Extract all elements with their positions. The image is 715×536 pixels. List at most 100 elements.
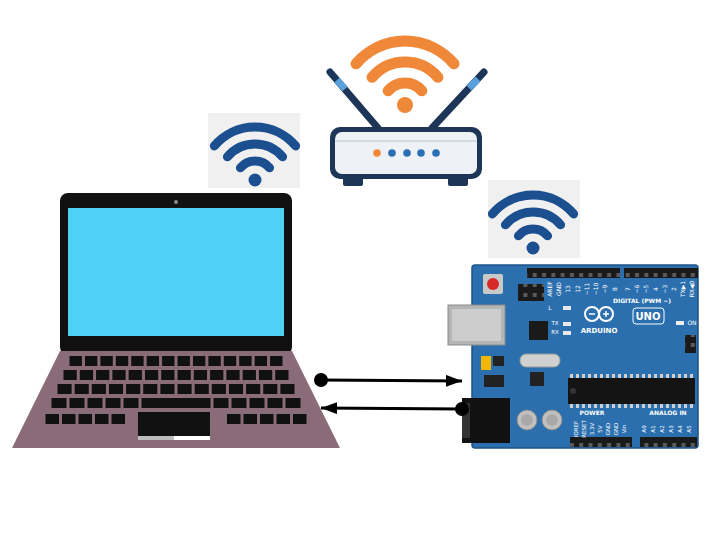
icon-ground (488, 180, 580, 258)
pin-label: 7 (625, 287, 631, 291)
connector-dot (314, 373, 328, 387)
pin-label: ~10 (593, 283, 599, 296)
key (147, 356, 159, 366)
pin-label: GND (556, 282, 562, 296)
pin-label: ~3 (662, 285, 668, 294)
key (268, 398, 283, 408)
board-label: ON (687, 320, 696, 326)
pin-label: ~9 (602, 285, 608, 294)
board-label: ARDUINO (581, 328, 618, 335)
key (232, 398, 247, 408)
key (161, 370, 174, 380)
wifi-arc (388, 83, 422, 91)
key (270, 356, 282, 366)
board-label: RX (551, 330, 559, 336)
key (143, 384, 157, 394)
key (124, 398, 139, 408)
key (160, 384, 174, 394)
key (46, 414, 60, 424)
wifi-dot (249, 174, 262, 187)
pin-label: A3 (669, 425, 675, 432)
wifi-arc (356, 41, 454, 64)
key (129, 370, 142, 380)
key (79, 414, 93, 424)
wifi-arc (518, 229, 547, 236)
key (85, 356, 97, 366)
key (58, 384, 72, 394)
pin-label: A1 (651, 425, 657, 432)
pin-label: ~6 (634, 285, 640, 294)
key (212, 384, 226, 394)
wifi-arc (227, 144, 282, 157)
pin-label: 5V (598, 425, 604, 432)
key (260, 414, 274, 424)
pin-label: 3.3V (590, 422, 596, 435)
wifi-arc (240, 161, 269, 168)
key (80, 370, 93, 380)
key (100, 356, 112, 366)
key (194, 370, 207, 380)
wifi-arc (372, 62, 438, 77)
connector-dot (455, 402, 469, 416)
pin-label: GND (614, 422, 620, 435)
pin-label: AREF (547, 281, 553, 297)
arduino-board (448, 265, 698, 448)
key (280, 384, 294, 394)
wifi-arc (214, 127, 295, 146)
connector-group (314, 373, 462, 387)
key (208, 356, 220, 366)
key (293, 414, 307, 424)
board-label: UNO (636, 312, 661, 322)
key (229, 384, 243, 394)
pin-label: 12 (575, 285, 581, 293)
key (64, 370, 77, 380)
wifi-symbol (492, 195, 573, 255)
key (131, 356, 143, 366)
key (109, 384, 123, 394)
connector-arrow (321, 380, 462, 381)
key (259, 370, 272, 380)
key (227, 414, 241, 424)
pin-label: Vin (622, 424, 628, 433)
key (52, 398, 67, 408)
key (112, 370, 125, 380)
key (92, 384, 106, 394)
pin-label: ~5 (643, 285, 649, 294)
key (142, 398, 211, 408)
key (286, 398, 301, 408)
pin-label: A5 (687, 425, 693, 432)
wifi-symbol (214, 127, 295, 187)
arduino-board-node: AREFGND1312~11~10~987~6~54~32TX▶1RX◀0DIG… (462, 265, 698, 448)
connector-arrow (321, 408, 462, 409)
wifi-dot (397, 97, 413, 113)
key (106, 398, 121, 408)
board-label: POWER (580, 410, 605, 416)
board-label: L (548, 305, 551, 311)
key (244, 414, 258, 424)
pin-label: 2 (671, 287, 677, 291)
key (70, 356, 82, 366)
key (112, 414, 126, 424)
pin-label: 8 (612, 287, 618, 291)
key (178, 356, 190, 366)
pin-label: GND (606, 422, 612, 435)
pin-label: TX▶1 (680, 281, 686, 297)
key (226, 370, 239, 380)
pin-label: RX◀0 (689, 281, 695, 298)
key (178, 384, 192, 394)
key (162, 356, 174, 366)
wifi-symbol (356, 41, 454, 113)
pin-label: 4 (653, 287, 659, 291)
router (330, 72, 484, 186)
board-label: DIGITAL (PWM ~) (613, 298, 671, 304)
key (210, 370, 223, 380)
key (145, 370, 158, 380)
pin-label: 13 (565, 285, 571, 293)
board-label: ANALOG IN (649, 410, 686, 416)
wifi-arc (505, 212, 560, 225)
board-label: TX (551, 321, 558, 327)
laptop (12, 193, 340, 448)
